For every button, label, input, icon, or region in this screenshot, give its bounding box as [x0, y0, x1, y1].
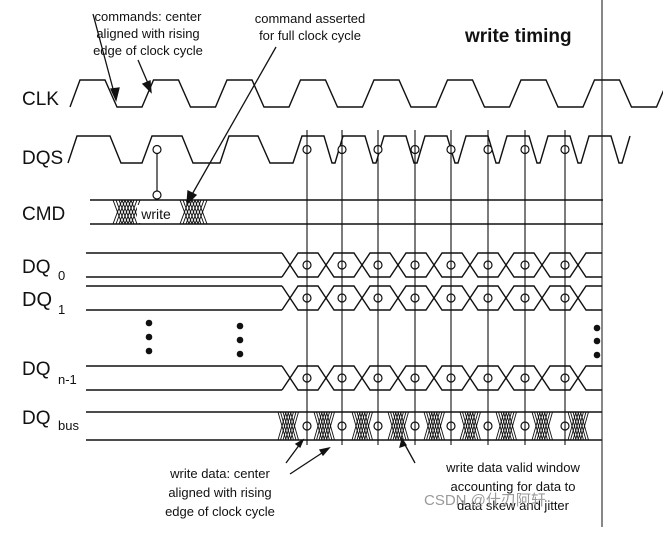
dqbus-skew-hatch [544, 411, 553, 441]
cmd-write-label: write [140, 206, 171, 222]
dqbus-skew-hatch [361, 411, 371, 441]
dqbus-skew-hatch [505, 411, 515, 441]
dqbus-skew-hatch [541, 411, 551, 441]
dqbus-skew-hatch [433, 411, 443, 441]
clk-trace [69, 79, 663, 108]
annotation-line: edge of clock cycle [165, 504, 275, 519]
annotation-data-center: write data: center aligned with rising e… [165, 466, 275, 519]
annotation-arrows-bottom [285, 437, 416, 475]
signal-label-dqbus: DQ bus [22, 408, 79, 433]
cmd-waveform [90, 153, 603, 225]
annotation-line: commands: center [95, 9, 203, 24]
dq1-eye-bottom [281, 296, 602, 311]
clk-waveform [69, 79, 663, 108]
signal-label-main: DQ [22, 289, 52, 311]
arrowhead [110, 87, 120, 102]
ellipsis-dot [236, 336, 244, 344]
signal-label-main: DQ [22, 257, 51, 278]
signal-label-subscript: n-1 [58, 372, 77, 387]
signal-label-dq0: DQ 0 [22, 257, 65, 283]
dqs-edge-marker [152, 144, 162, 155]
signal-label-subscript: 0 [58, 268, 65, 283]
dqs-alignment-lines [306, 130, 566, 445]
dq0-eye-top [281, 252, 602, 267]
signal-label-dqn1: DQ n-1 [22, 359, 77, 387]
signal-label-main: DQ [22, 359, 51, 380]
diagram-title: write timing [464, 26, 572, 47]
ellipsis-dot [145, 319, 153, 327]
dqbus-skew-hatch [397, 411, 407, 441]
dqbus-skew-hatch [580, 411, 589, 441]
annotation-line: accounting for data to [450, 479, 575, 494]
annotation-valid-window: write data valid window accounting for d… [445, 460, 580, 513]
dqs-waveform [67, 135, 631, 164]
signal-label-clk: CLK [22, 89, 59, 110]
cmd-center-marker [152, 190, 162, 200]
signal-label-dqs: DQS [22, 148, 63, 169]
cmd-transition-hatch [130, 199, 141, 225]
dq0-eye-bottom [281, 263, 602, 278]
dqn1-eye-top [281, 365, 602, 380]
signal-label-subscript: bus [58, 418, 79, 433]
dq1-eye-top [281, 285, 602, 300]
dqbus-skew-hatch [400, 411, 409, 441]
signal-label-dq1: DQ 1 [22, 289, 65, 317]
arrowhead [294, 438, 305, 449]
ellipsis-dot [145, 347, 153, 355]
dqbus-skew-hatch [469, 411, 479, 441]
arrow-line [285, 443, 301, 464]
signal-label-main: DQ [22, 408, 51, 429]
ellipsis-dot [236, 350, 244, 358]
ellipsis-dot [593, 351, 601, 359]
dqbus-skew-hatch [323, 411, 333, 441]
cmd-transition-hatch [127, 199, 138, 225]
annotation-command-asserted: command asserted for full clock cycle [255, 11, 366, 43]
annotation-line: write data valid window [445, 460, 580, 475]
dqn1-eye-bottom [281, 376, 602, 391]
arrow-line [403, 442, 416, 464]
arrow-line [189, 46, 277, 199]
dqs-trace [67, 135, 631, 164]
ellipsis-dot [593, 337, 601, 345]
annotation-line: command asserted [255, 11, 366, 26]
annotation-line: edge of clock cycle [93, 43, 203, 58]
dqbus-skew-hatch [326, 411, 335, 441]
cmd-transition-hatch [197, 199, 208, 225]
arrowhead [318, 446, 331, 457]
ellipsis-dot [593, 324, 601, 332]
dqbus-skew-hatch [364, 411, 373, 441]
dq0-waveform [86, 252, 602, 278]
signal-label-subscript: 1 [58, 302, 65, 317]
arrow-line [289, 450, 326, 475]
ellipsis-dot [145, 333, 153, 341]
dqbus-skew-hatch [472, 411, 481, 441]
annotation-line: data skew and jitter [457, 498, 570, 513]
arrowhead [399, 437, 408, 448]
annotation-line: write data: center [169, 466, 270, 481]
dqbus-skew-hatch [290, 411, 299, 441]
annotation-line: aligned with rising [168, 485, 271, 500]
cmd-transition-hatch [194, 199, 205, 225]
ellipsis-dot [236, 322, 244, 330]
dqbus-waveform [86, 411, 602, 441]
dqbus-skew-hatch [287, 411, 297, 441]
arrow-line [92, 13, 117, 101]
cmd-label-background [137, 205, 175, 223]
annotation-line: aligned with rising [96, 26, 199, 41]
dqbus-skew-hatch [436, 411, 445, 441]
annotation-command-center: commands: center aligned with rising edg… [93, 9, 203, 58]
signal-label-cmd: CMD [22, 204, 65, 225]
ellipsis-dots [145, 319, 601, 359]
annotation-line: for full clock cycle [259, 28, 361, 43]
watermark: CSDN @什刃阿轩 [424, 492, 546, 509]
dqbus-skew-hatch [577, 411, 587, 441]
dqbus-skew-hatch [508, 411, 517, 441]
